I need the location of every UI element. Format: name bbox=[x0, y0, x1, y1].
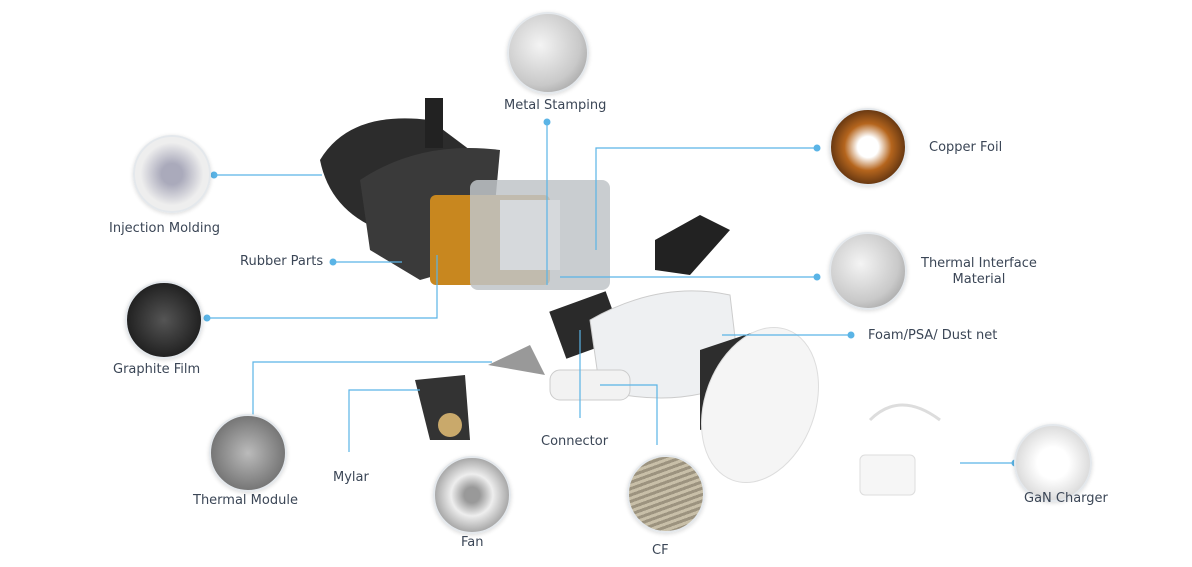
label-rubber-parts: Rubber Parts bbox=[240, 254, 324, 269]
label-injection-molding: Injection Molding bbox=[109, 221, 221, 236]
copper-foil-image bbox=[829, 108, 907, 186]
label-foam: Foam/PSA/ Dust net bbox=[868, 328, 998, 343]
label-thermal-interface: Thermal Interface Material bbox=[921, 256, 1037, 288]
injection-molding-image bbox=[133, 135, 211, 213]
label-fan: Fan bbox=[461, 535, 484, 550]
cf-image bbox=[627, 455, 705, 533]
label-gan-charger: GaN Charger bbox=[1024, 491, 1108, 506]
headset-illustration bbox=[320, 98, 941, 496]
label-cf: CF bbox=[652, 543, 669, 558]
label-mylar: Mylar bbox=[333, 470, 369, 485]
label-connector: Connector bbox=[541, 434, 609, 449]
gan-charger-image bbox=[1014, 424, 1092, 502]
label-graphite-film: Graphite Film bbox=[113, 362, 201, 377]
label-thermal-module: Thermal Module bbox=[193, 493, 298, 508]
thermal-module-image bbox=[209, 414, 287, 492]
fan-image bbox=[433, 456, 511, 534]
label-tim-line2: Material bbox=[952, 272, 1006, 287]
label-tim-line1: Thermal Interface bbox=[921, 256, 1037, 271]
leader-dots bbox=[203, 118, 1019, 467]
graphite-film-image bbox=[125, 281, 203, 359]
label-copper-foil: Copper Foil bbox=[929, 140, 1003, 155]
leader-lines bbox=[207, 122, 1015, 464]
metal-stamping-image bbox=[507, 12, 589, 94]
thermal-interface-image bbox=[829, 232, 907, 310]
label-metal-stamping: Metal Stamping bbox=[504, 98, 607, 113]
